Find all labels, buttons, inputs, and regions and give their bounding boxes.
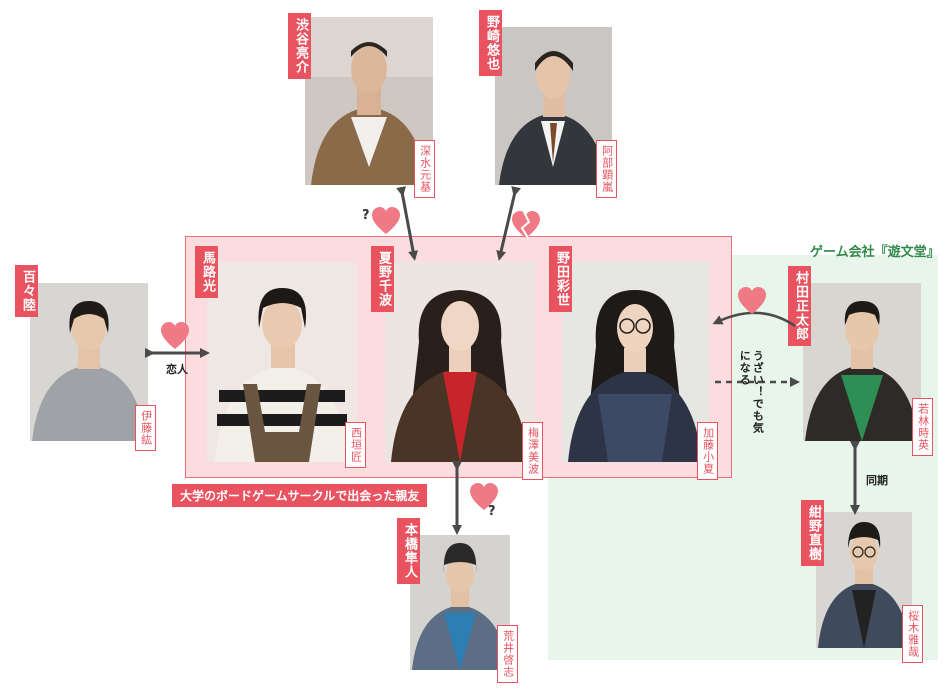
actor-label-murata: 若林時英: [912, 398, 933, 456]
actor-label-konno: 桜木雅哉: [902, 605, 923, 663]
role-label-motohashi: 本橋隼人: [397, 518, 420, 584]
portrait-shibuya: [305, 17, 433, 185]
portrait-natsuno: [385, 262, 535, 462]
role-label-maji: 馬路光: [195, 246, 218, 298]
portrait-motohashi: [410, 535, 510, 670]
role-label-natsuno: 夏野千波: [371, 246, 394, 312]
portrait-nozaki: [495, 27, 612, 185]
portrait-konno: [816, 512, 912, 648]
role-label-shibuya: 渋谷亮介: [288, 13, 311, 79]
relation-label-annoying: うざい！でも気になる: [738, 350, 765, 434]
relation-label-lovers: 恋人: [166, 363, 188, 376]
question-mark-motohashi: ?: [488, 504, 496, 519]
actor-label-maji: 西垣匠: [345, 422, 366, 468]
role-label-noda: 野田彩世: [549, 246, 572, 312]
portrait-noda: [562, 262, 709, 462]
circle-group-label: 大学のボードゲームサークルで出会った親友: [172, 484, 428, 507]
actor-label-natsuno: 梅澤美波: [522, 422, 543, 480]
relation-label-colleagues: 同期: [866, 474, 888, 487]
portrait-murata: [803, 283, 921, 441]
company-group-label: ゲーム会社『遊文堂』: [810, 245, 940, 260]
heart-icon-shibuya-natsuno: [372, 207, 400, 234]
actor-label-motohashi: 荒井啓志: [497, 625, 518, 683]
broken-heart-icon: [512, 211, 540, 239]
actor-label-shibuya: 深水元基: [414, 140, 435, 198]
role-label-nozaki: 野崎悠也: [479, 10, 502, 76]
role-label-konno: 紺野直樹: [801, 500, 824, 566]
actor-label-noda: 加藤小夏: [697, 422, 718, 480]
actor-label-nozaki: 阿部顕嵐: [596, 140, 617, 198]
question-mark-shibuya: ?: [362, 208, 370, 223]
role-label-dodo: 百々陸: [15, 265, 38, 317]
portrait-dodo: [30, 283, 148, 441]
portrait-maji: [207, 262, 357, 462]
actor-label-dodo: 伊藤紘: [135, 405, 156, 451]
role-label-murata: 村田正太郎: [788, 266, 811, 346]
